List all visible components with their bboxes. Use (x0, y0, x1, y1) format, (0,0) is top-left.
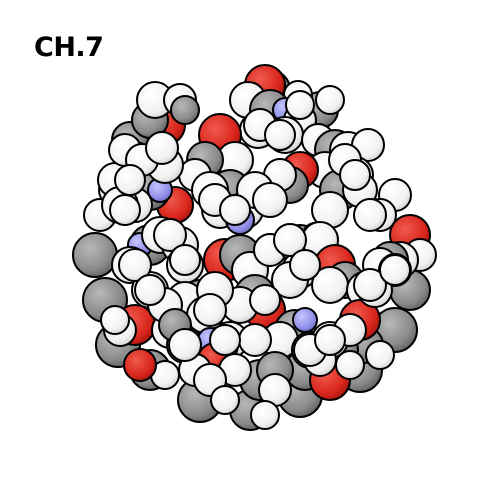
hydrogen-atom (168, 328, 202, 362)
hydrogen-atom (315, 85, 345, 115)
hydrogen-atom (252, 182, 288, 218)
carbon-atom (72, 232, 118, 278)
hydrogen-atom (193, 293, 227, 327)
nitrogen-atom (292, 307, 318, 333)
hydrogen-atom (365, 340, 395, 370)
hydrogen-atom (353, 198, 387, 232)
hydrogen-atom (249, 284, 281, 316)
oxygen-atom (123, 348, 157, 382)
hydrogen-atom (169, 244, 201, 276)
hydrogen-atom (153, 218, 187, 252)
hydrogen-atom (210, 385, 240, 415)
hydrogen-atom (114, 164, 146, 196)
hydrogen-atom (219, 194, 251, 226)
hydrogen-atom (209, 324, 241, 356)
hydrogen-atom (250, 400, 280, 430)
carbon-atom (170, 95, 200, 125)
hydrogen-atom (379, 254, 411, 286)
hydrogen-atom (314, 324, 346, 356)
hydrogen-atom (335, 350, 365, 380)
hydrogen-atom (109, 194, 141, 226)
hydrogen-atom (339, 159, 371, 191)
hydrogen-atom (145, 131, 179, 165)
hydrogen-atom (118, 248, 152, 282)
hydrogen-atom (238, 323, 272, 357)
hydrogen-atom (285, 90, 315, 120)
hydrogen-atom (353, 268, 387, 302)
hydrogen-atom (100, 305, 130, 335)
atom-spheres (72, 64, 437, 431)
page-label: CH.7 (34, 32, 104, 63)
hydrogen-atom (134, 274, 166, 306)
hydrogen-atom (289, 249, 321, 281)
hydrogen-atom (273, 223, 307, 257)
hydrogen-atom (264, 119, 296, 151)
